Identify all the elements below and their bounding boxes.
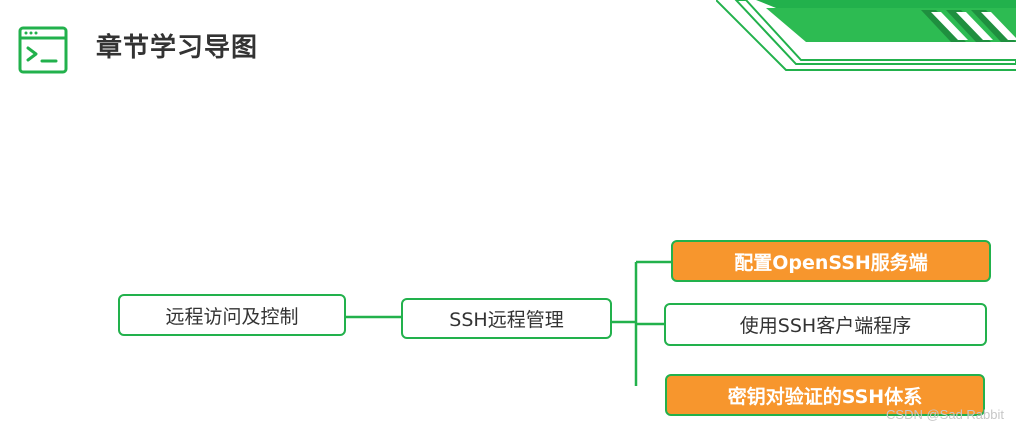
middle-node-label: SSH远程管理: [449, 309, 564, 331]
corner-decoration: [716, 0, 1016, 71]
child-node-label: 密钥对验证的SSH体系: [727, 385, 923, 408]
root-node-label: 远程访问及控制: [165, 305, 299, 328]
watermark: CSDN @Sad Rabbit: [886, 407, 1004, 422]
child-node-label: 配置OpenSSH服务端: [734, 251, 928, 274]
mindmap-child-node-3: 密钥对验证的SSH体系: [665, 374, 985, 416]
mindmap-middle-node: SSH远程管理: [401, 298, 612, 339]
page-title: 章节学习导图: [96, 33, 259, 63]
terminal-window-icon: [18, 26, 68, 74]
mindmap-child-node-2: 使用SSH客户端程序: [664, 303, 987, 346]
mindmap-child-node-1: 配置OpenSSH服务端: [671, 240, 991, 282]
mindmap-root-node: 远程访问及控制: [118, 294, 346, 336]
child-node-label: 使用SSH客户端程序: [739, 315, 912, 337]
